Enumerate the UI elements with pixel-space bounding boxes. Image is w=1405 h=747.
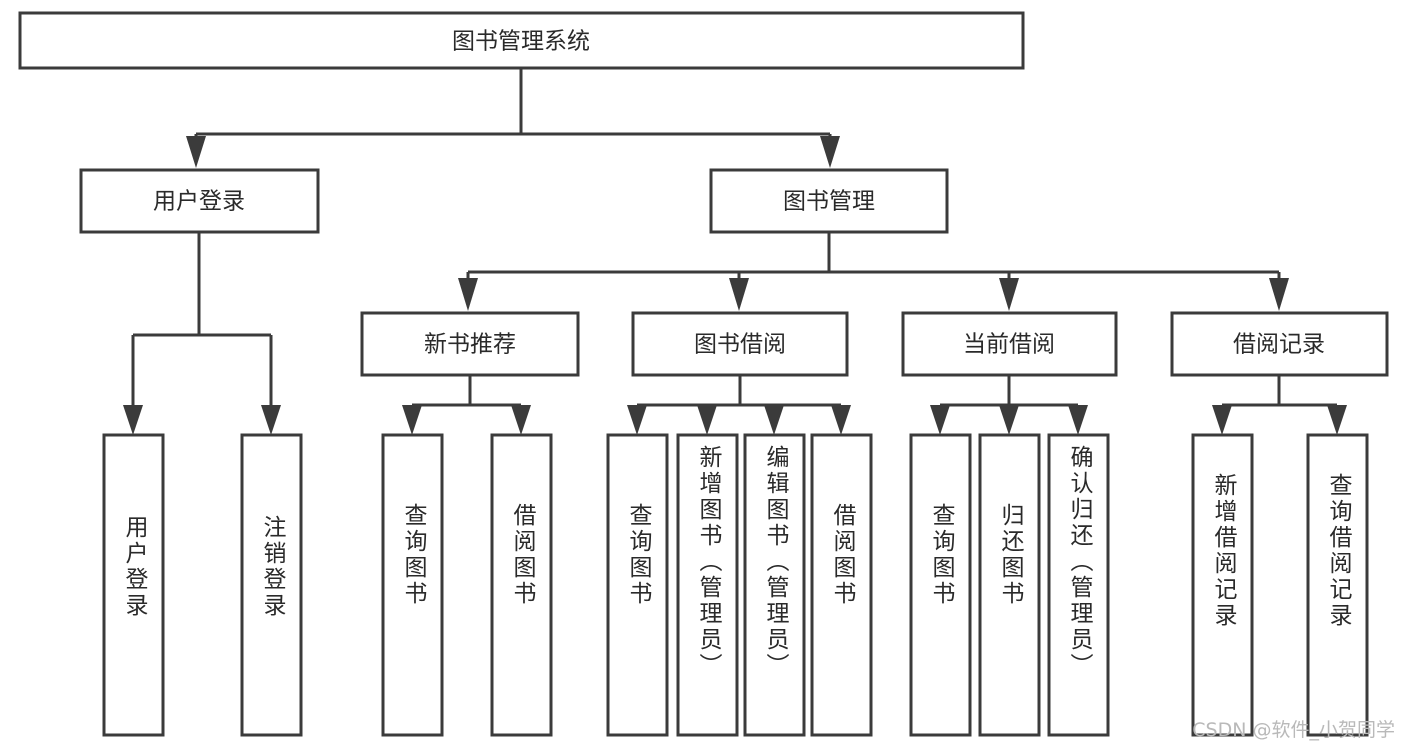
arrow-head-to-book-borrow	[729, 278, 749, 311]
node-current-borrow-label: 当前借阅	[963, 332, 1055, 358]
node-book-borrow-label: 图书借阅	[694, 332, 786, 358]
node-user-login[interactable]: 用户登录	[79, 168, 320, 234]
arrow-head-leaf-new-book-1	[402, 405, 422, 435]
node-book-borrow[interactable]: 图书借阅	[631, 311, 849, 377]
leaf-box-book-borrow-3[interactable]	[743, 433, 806, 737]
arrow-head-leaf-new-book-2	[511, 405, 531, 435]
arrow-head-to-book-mgmt	[820, 136, 840, 168]
arrow-head-leaf-book-borrow-3	[764, 405, 784, 435]
node-root[interactable]: 图书管理系统	[18, 11, 1025, 70]
node-current-borrow[interactable]: 当前借阅	[901, 311, 1118, 377]
watermark-text: CSDN @软件_小贺同学	[1192, 719, 1395, 741]
node-new-book-recommend-box[interactable]	[360, 311, 580, 377]
arrow-head-to-borrow-record	[1269, 278, 1289, 311]
arrow-head-leaf-book-borrow-2	[697, 405, 717, 435]
arrow-head-leaf-borrow-record-1	[1212, 405, 1232, 435]
node-book-management[interactable]: 图书管理	[709, 168, 949, 234]
leaf-box-current-borrow-1[interactable]	[909, 433, 972, 737]
arrow-head-leaf-current-borrow-2	[999, 405, 1019, 435]
arrow-head-to-new-book	[458, 278, 478, 311]
node-book-management-box[interactable]	[709, 168, 949, 234]
leaf-box-current-borrow-3[interactable]	[1047, 433, 1110, 737]
node-root-label: 图书管理系统	[452, 29, 590, 55]
leaf-box-book-borrow-4[interactable]	[810, 433, 873, 737]
node-book-borrow-box[interactable]	[631, 311, 849, 377]
arrow-head-leaf-user-login-1	[123, 405, 143, 435]
leaf-box-book-borrow-2[interactable]	[676, 433, 739, 737]
node-book-management-label: 图书管理	[783, 189, 875, 215]
arrow-head-to-current-borrow	[999, 278, 1019, 311]
arrow-head-leaf-borrow-record-2	[1327, 405, 1347, 435]
node-current-borrow-box[interactable]	[901, 311, 1118, 377]
arrow-head-leaf-book-borrow-1	[627, 405, 647, 435]
leaf-box-book-borrow-1[interactable]	[606, 433, 669, 737]
arrow-head-leaf-current-borrow-1	[930, 405, 950, 435]
leaf-box-current-borrow-2[interactable]	[978, 433, 1041, 737]
node-new-book-recommend-label: 新书推荐	[424, 332, 516, 358]
arrow-head-leaf-book-borrow-4	[831, 405, 851, 435]
arrow-head-leaf-user-login-2	[261, 405, 281, 435]
node-borrow-record-box[interactable]	[1170, 311, 1389, 377]
leaf-box-user-login-1[interactable]	[102, 433, 165, 737]
node-borrow-record[interactable]: 借阅记录	[1170, 311, 1389, 377]
leaf-box-borrow-record-1[interactable]	[1191, 433, 1254, 737]
node-user-login-label: 用户登录	[153, 189, 245, 215]
leaf-box-new-book-1[interactable]	[381, 433, 444, 737]
node-borrow-record-label: 借阅记录	[1233, 332, 1325, 358]
arrow-head-to-user-login	[186, 136, 206, 168]
leaf-box-borrow-record-2[interactable]	[1306, 433, 1369, 737]
leaf-box-user-login-2[interactable]	[240, 433, 303, 737]
arrow-head-leaf-current-borrow-3	[1068, 405, 1088, 435]
leaf-box-new-book-2[interactable]	[490, 433, 553, 737]
node-new-book-recommend[interactable]: 新书推荐	[360, 311, 580, 377]
node-root-box[interactable]	[18, 11, 1025, 70]
